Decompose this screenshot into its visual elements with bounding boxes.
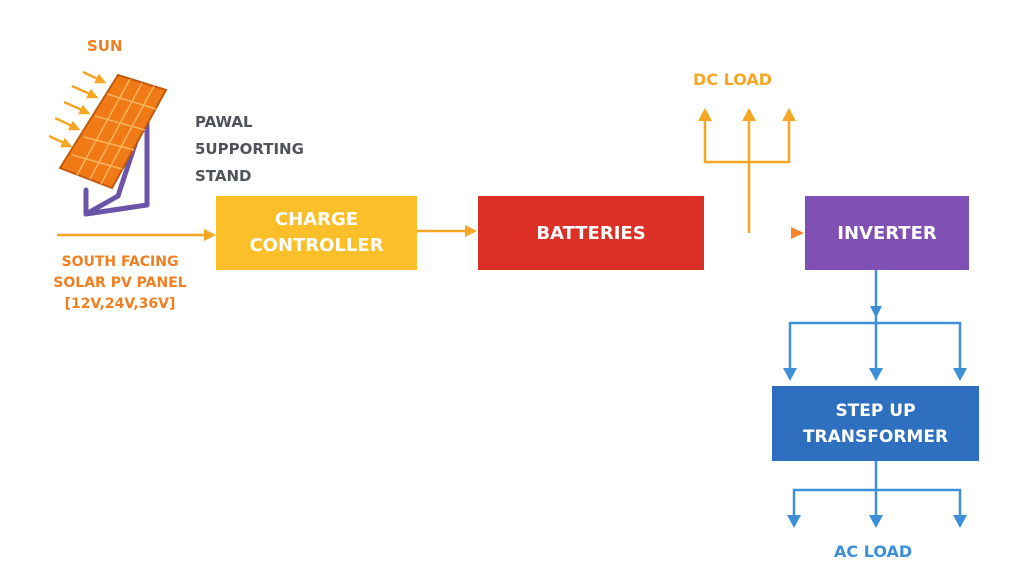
- inverter-block: INVERTER: [805, 196, 969, 270]
- transformer-label-line: TRANSFORMER: [802, 426, 949, 447]
- pv-label-line: SOUTH FACING: [61, 254, 179, 270]
- ac-load-arrow: [953, 515, 967, 528]
- pv-panel-label: SOUTH FACING SOLAR PV PANEL [12V,24V,36V…: [45, 252, 195, 315]
- charge-to-battery-wire: [417, 225, 477, 237]
- down-arrow: [869, 368, 883, 381]
- step-up-transformer-block: STEP UP TRANSFORMER: [772, 386, 979, 461]
- ac-load-arrow: [787, 515, 801, 528]
- stand-label-line: PAWAL: [195, 113, 253, 131]
- dc-load-arrow: [782, 108, 796, 121]
- ac-load-wires: [792, 461, 962, 517]
- stand-label-line: 5UPPORTING: [195, 140, 304, 158]
- down-arrow: [953, 368, 967, 381]
- batteries-label: BATTERIES: [536, 222, 646, 244]
- sun-rays-icon: [48, 70, 107, 148]
- battery-to-inverter-wire: [704, 227, 804, 239]
- dc-load-arrow: [698, 108, 712, 121]
- inverter-label: INVERTER: [837, 222, 937, 244]
- supporting-stand-label: PAWAL 5UPPORTING STAND: [195, 109, 304, 190]
- dc-load-wires: [703, 120, 791, 233]
- sun-label: SUN: [87, 37, 123, 55]
- ac-load-arrow: [869, 515, 883, 528]
- pv-to-charge-wire: [57, 229, 216, 241]
- pv-label-line: SOLAR PV PANEL: [53, 275, 187, 291]
- down-arrow: [870, 306, 882, 318]
- pv-label-line: [12V,24V,36V]: [64, 296, 176, 312]
- charge-controller-block: CHARGE CONTROLLER: [216, 196, 417, 270]
- transformer-label-line: STEP UP: [835, 400, 916, 421]
- solar-panel-icon: [48, 70, 168, 217]
- ac-load-label: AC LOAD: [834, 542, 913, 561]
- stand-label-line: STAND: [195, 167, 252, 185]
- inverter-to-transformer-wires: [788, 270, 962, 370]
- dc-load-label: DC LOAD: [693, 70, 773, 89]
- down-arrow: [783, 368, 797, 381]
- charge-controller-label-line: CONTROLLER: [249, 235, 384, 256]
- charge-controller-label-line: CHARGE: [274, 209, 359, 230]
- dc-load-arrow: [742, 108, 756, 121]
- batteries-block: BATTERIES: [478, 196, 704, 270]
